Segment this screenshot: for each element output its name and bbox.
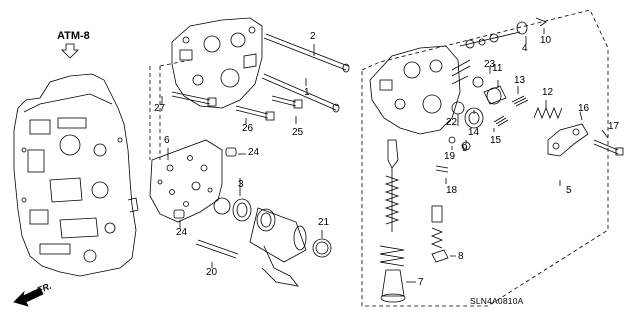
piston-7 [381, 269, 405, 297]
bolt-27 [171, 91, 211, 105]
plunger-stem [387, 139, 399, 169]
assembly-boundary [361, 9, 609, 307]
part-label-10: 10 [540, 35, 552, 46]
plate-8 [431, 249, 449, 263]
part-label-27: 27 [154, 103, 166, 114]
part-label-8: 8 [458, 251, 464, 262]
part-label-18: 18 [446, 185, 458, 196]
lever-16 [547, 123, 589, 157]
part-label-19: 19 [444, 151, 456, 162]
spring-small [430, 227, 444, 249]
part-label-15: 15 [490, 135, 502, 146]
spring-coil-7 [379, 245, 405, 267]
section-code: ATM-8 [57, 30, 90, 42]
bolt-18 [435, 165, 449, 173]
plug-4 [516, 21, 528, 35]
reference-code: SLN4A0810A [470, 296, 524, 306]
part-label-14: 14 [468, 127, 480, 138]
spring-12 [533, 106, 563, 120]
needle-bearing-b [256, 208, 276, 232]
bolt-26 [235, 105, 269, 119]
needle-bearing-a [232, 198, 252, 222]
part-label-25: 25 [292, 127, 304, 138]
part-label-2: 2 [310, 31, 316, 42]
right-valve-body [369, 45, 471, 135]
washer-22 [451, 101, 465, 115]
part-label-13: 13 [514, 75, 526, 86]
long-rod-2 [263, 33, 349, 71]
upper-valve-body [171, 17, 263, 109]
spring-15 [493, 115, 509, 127]
part-label-12: 12 [542, 87, 554, 98]
o-ring-21 [312, 238, 332, 258]
part-label-21: 21 [318, 217, 330, 228]
spring-long [384, 175, 400, 225]
part-label-23: 23 [484, 59, 496, 70]
part-label-20: 20 [206, 267, 218, 278]
front-arrow-icon [13, 287, 44, 307]
part-label-22: 22 [446, 117, 458, 128]
up-arrow-icon [61, 43, 79, 59]
part-label-1: 1 [304, 87, 310, 98]
part-label-17: 17 [608, 121, 620, 132]
part-label-11: 11 [492, 63, 503, 74]
part-label-24-lower: 24 [176, 227, 188, 238]
ring-23 [472, 76, 484, 88]
long-rod-1 [261, 73, 339, 111]
part-label-16: 16 [578, 103, 590, 114]
part-label-6: 6 [164, 135, 170, 146]
part-label-9: 9 [462, 143, 468, 154]
sleeve [431, 205, 443, 223]
main-valve-body-plate [13, 73, 139, 277]
part-label-4: 4 [522, 43, 528, 54]
separator-plate [149, 139, 223, 223]
pin-20 [195, 239, 239, 259]
bolt-19 [448, 136, 456, 144]
part-label-24-upper: 24 [248, 147, 260, 158]
part-label-3: 3 [238, 179, 244, 190]
stator-shaft [249, 207, 307, 263]
part-label-5: 5 [566, 185, 572, 196]
part-label-26: 26 [242, 123, 254, 134]
bolt-17 [593, 139, 619, 155]
part-label-7: 7 [418, 277, 424, 288]
clip-10 [535, 17, 547, 27]
bolt-25 [271, 95, 297, 107]
spring-13 [511, 95, 529, 107]
